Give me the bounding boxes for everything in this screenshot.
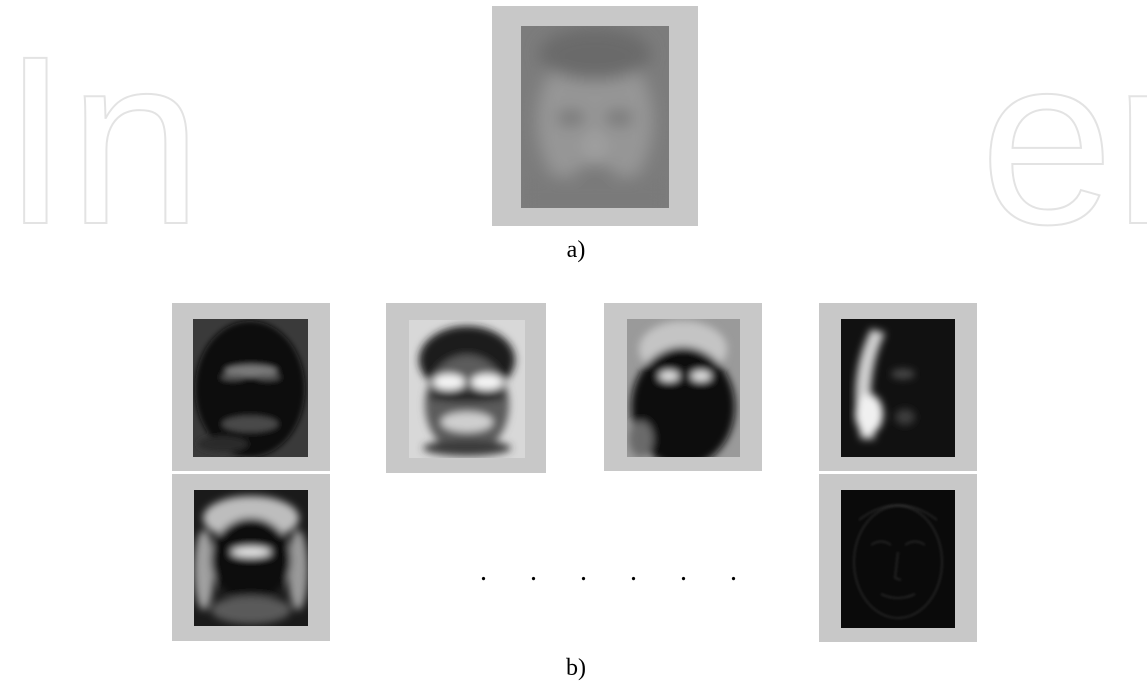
eigenface-3-image — [627, 319, 740, 457]
caption-b: b) — [566, 655, 586, 681]
eigenface-last-image — [841, 490, 955, 628]
eigenface-5-image — [194, 490, 308, 626]
eigenface-5-frame — [172, 474, 330, 641]
mean-face-image — [521, 26, 669, 208]
caption-a: a) — [566, 237, 586, 263]
eigenface-1-image — [193, 319, 308, 457]
eigenface-last-frame — [819, 474, 977, 642]
eigenface-4-image — [841, 319, 955, 457]
eigenface-2-frame — [386, 303, 546, 473]
mean-face-frame — [492, 6, 698, 226]
watermark-right: en — [979, 6, 1147, 274]
eigenface-1-frame — [172, 303, 330, 471]
ellipsis-dots: . . . . . . — [480, 556, 755, 587]
eigenface-2-image — [409, 320, 525, 458]
eigenface-4-frame — [819, 303, 977, 471]
eigenface-3-frame — [604, 303, 762, 471]
watermark-left: In — [1, 6, 203, 274]
